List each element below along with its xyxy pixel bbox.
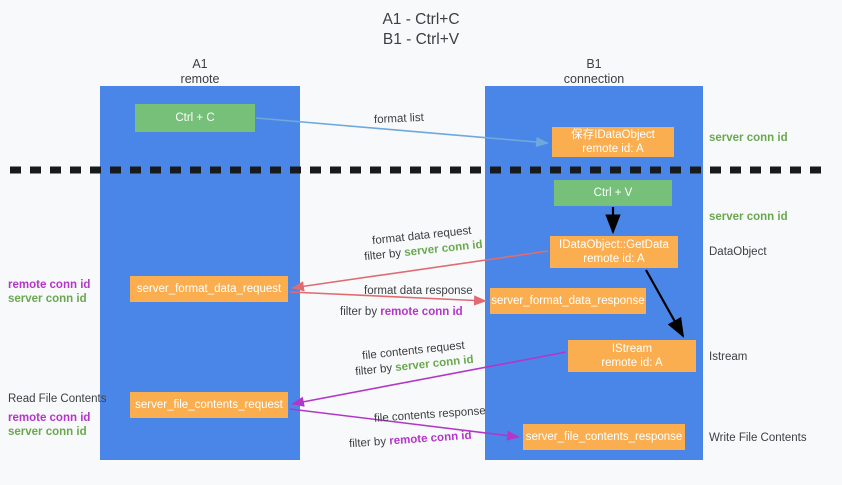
filter-prefix: filter by <box>348 435 390 451</box>
edge-label-file-contents-response-filter: filter by remote conn id <box>349 429 472 453</box>
edge-label-format-data-response: format data response <box>364 285 473 297</box>
filter-value: remote conn id <box>388 429 472 448</box>
box-server-format-data-request[interactable]: server_format_data_request <box>130 276 288 302</box>
label-conn-ids-format: remote conn id server conn id <box>8 278 90 306</box>
edge-label-format-list: format list <box>373 111 425 127</box>
box-server-format-data-response[interactable]: server_format_data_response <box>490 288 646 314</box>
box-server-file-contents-response[interactable]: server_file_contents_response <box>523 424 685 450</box>
edge-label-format-data-response-filter: filter by remote conn id <box>340 305 463 320</box>
label-server-conn-id: server conn id <box>8 426 87 438</box>
filter-prefix: filter by <box>363 247 405 264</box>
column-header-b1: B1 connection <box>563 57 625 86</box>
filter-value: remote conn id <box>380 306 463 318</box>
box-istream[interactable]: IStream remote id: A <box>568 340 696 372</box>
box-ctrl-v[interactable]: Ctrl + V <box>554 180 672 206</box>
label-istream: Istream <box>709 351 748 363</box>
page-title: A1 - Ctrl+C B1 - Ctrl+V <box>382 11 460 48</box>
box-save-idataobject[interactable]: 保存IDataObject remote id: A <box>552 127 674 157</box>
label-conn-ids-file: remote conn id server conn id <box>8 411 90 439</box>
edge-label-file-contents-response: file contents response <box>373 405 487 425</box>
label-server-conn-id-mid: server conn id <box>709 211 788 223</box>
label-write-file-contents: Write File Contents <box>709 432 807 444</box>
box-server-file-contents-request[interactable]: server_file_contents_request <box>130 392 288 418</box>
box-idataobject-getdata[interactable]: IDataObject::GetData remote id: A <box>550 236 678 268</box>
label-server-conn-id-top: server conn id <box>709 132 788 144</box>
column-header-a1: A1 remote <box>180 57 220 86</box>
label-remote-conn-id: remote conn id <box>8 279 91 291</box>
filter-prefix: filter by <box>340 306 381 318</box>
box-ctrl-c[interactable]: Ctrl + C <box>135 104 255 132</box>
label-server-conn-id: server conn id <box>8 293 87 305</box>
label-dataobject: DataObject <box>709 246 767 258</box>
label-read-file-contents: Read File Contents <box>8 393 107 405</box>
filter-prefix: filter by <box>354 362 396 379</box>
label-remote-conn-id: remote conn id <box>8 412 91 424</box>
